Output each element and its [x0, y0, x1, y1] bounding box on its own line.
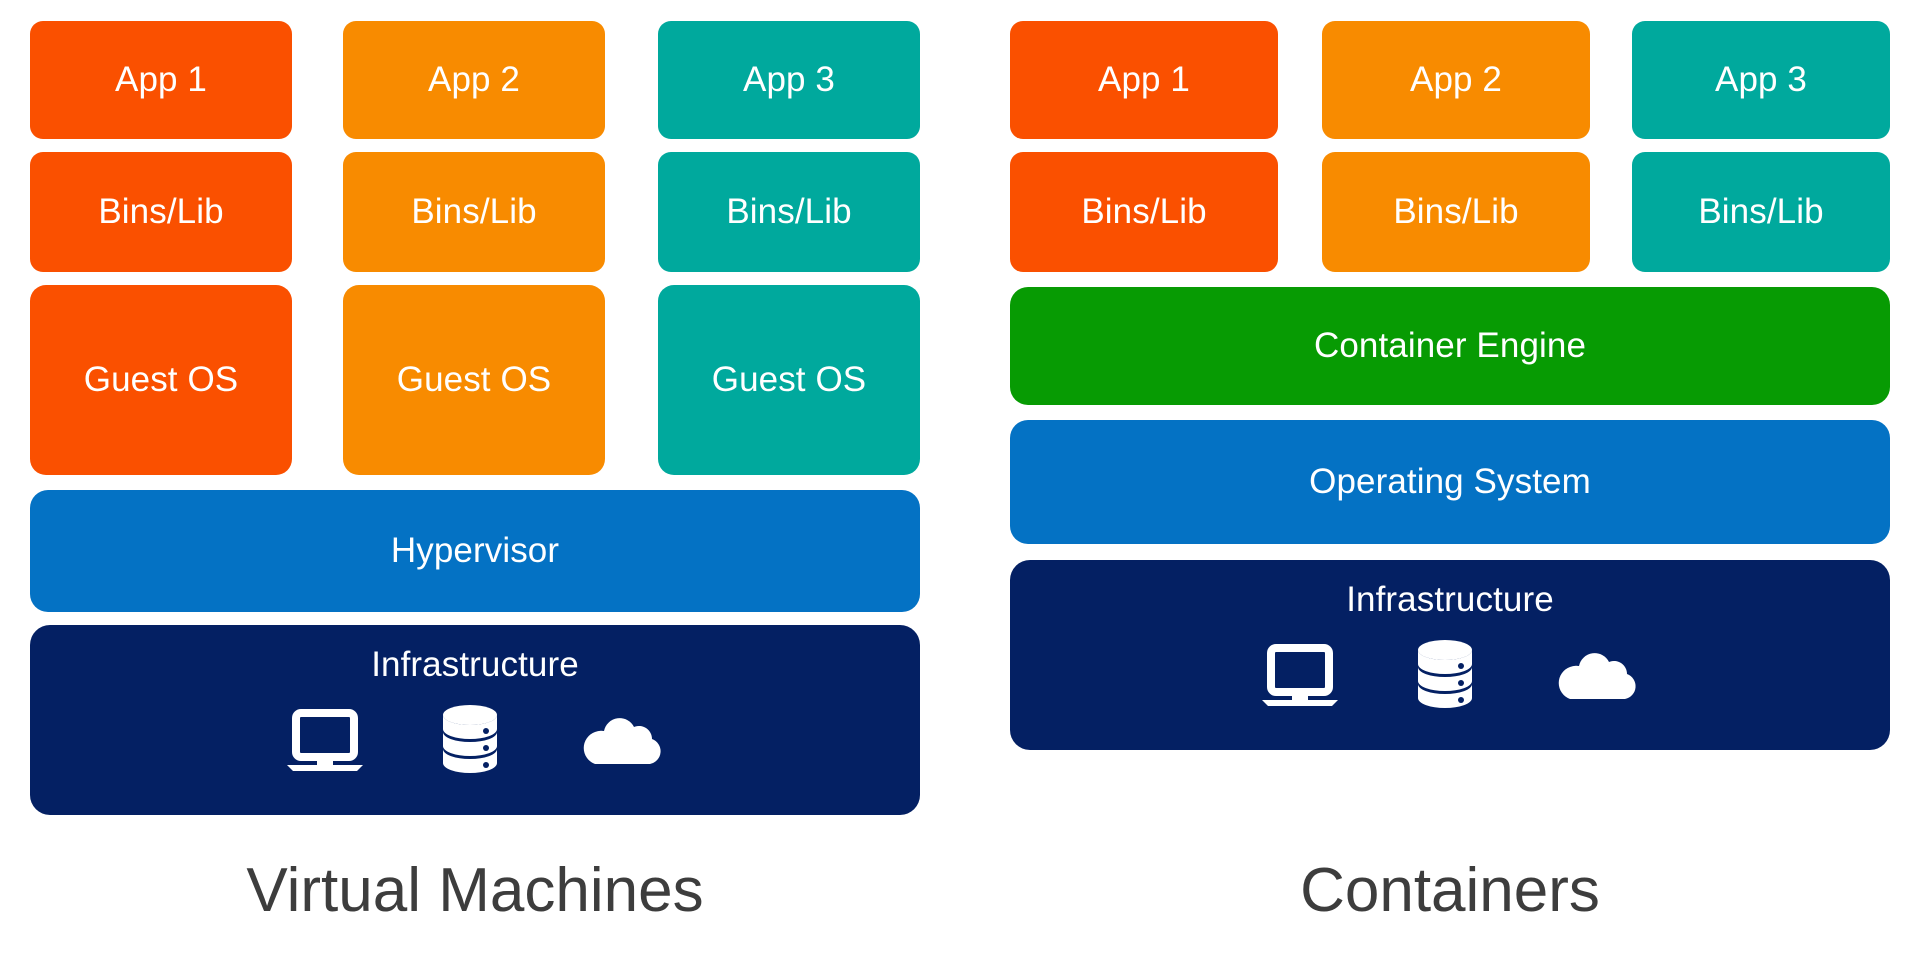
vm-app-1-box[interactable]: App 1 [30, 21, 292, 139]
container-app-1-box[interactable]: App 1 [1010, 21, 1278, 139]
container-app-3-box[interactable]: App 3 [1632, 21, 1890, 139]
container-bins-lib-3-label: Bins/Lib [1698, 191, 1824, 231]
vm-guest-os-1-box[interactable]: Guest OS [30, 285, 292, 475]
vm-bins-lib-1-box[interactable]: Bins/Lib [30, 152, 292, 272]
cloud-icon [577, 713, 663, 771]
container-engine-box[interactable]: Container Engine [1010, 287, 1890, 405]
container-bins-lib-1-box[interactable]: Bins/Lib [1010, 152, 1278, 272]
container-infrastructure-label: Infrastructure [1346, 580, 1554, 619]
container-app-2-label: App 2 [1410, 59, 1502, 99]
operating-system-label: Operating System [1309, 461, 1591, 501]
vm-infrastructure-box[interactable]: Infrastructure [30, 625, 920, 815]
container-bins-lib-2-box[interactable]: Bins/Lib [1322, 152, 1590, 272]
container-app-2-box[interactable]: App 2 [1322, 21, 1590, 139]
vm-guest-os-2-box[interactable]: Guest OS [343, 285, 605, 475]
operating-system-box[interactable]: Operating System [1010, 420, 1890, 544]
container-engine-label: Container Engine [1313, 325, 1587, 365]
database-icon [1416, 639, 1474, 715]
vm-guest-os-3-box[interactable]: Guest OS [658, 285, 920, 475]
laptop-icon [287, 708, 363, 775]
vm-app-2-box[interactable]: App 2 [343, 21, 605, 139]
cloud-icon [1552, 648, 1638, 706]
container-app-3-label: App 3 [1715, 59, 1807, 99]
vm-bins-lib-2-label: Bins/Lib [411, 191, 537, 231]
container-app-1-label: App 1 [1098, 59, 1190, 99]
vm-bins-lib-2-box[interactable]: Bins/Lib [343, 152, 605, 272]
virtual-machines-panel: App 1 Bins/Lib Guest OS App 2 Bins/Lib G… [30, 21, 920, 925]
virtual-machines-caption: Virtual Machines [246, 856, 704, 925]
vm-guest-os-2-label: Guest OS [396, 359, 552, 399]
vm-guest-os-3-label: Guest OS [711, 359, 867, 399]
container-bins-lib-3-box[interactable]: Bins/Lib [1632, 152, 1890, 272]
container-infrastructure-box[interactable]: Infrastructure [1010, 560, 1890, 750]
hypervisor-box[interactable]: Hypervisor [30, 490, 920, 612]
vm-app-2-label: App 2 [428, 59, 520, 99]
container-bins-lib-2-label: Bins/Lib [1393, 191, 1519, 231]
vm-guest-os-1-label: Guest OS [83, 359, 239, 399]
vm-app-3-label: App 3 [743, 59, 835, 99]
vm-infrastructure-icons [287, 704, 663, 780]
vm-bins-lib-3-label: Bins/Lib [726, 191, 852, 231]
container-infrastructure-icons [1262, 639, 1638, 715]
containers-caption: Containers [1300, 856, 1600, 925]
vm-app-1-label: App 1 [115, 59, 207, 99]
laptop-icon [1262, 643, 1338, 710]
vm-bins-lib-3-box[interactable]: Bins/Lib [658, 152, 920, 272]
vm-infrastructure-label: Infrastructure [371, 645, 579, 684]
container-bins-lib-1-label: Bins/Lib [1081, 191, 1207, 231]
vm-bins-lib-1-label: Bins/Lib [98, 191, 224, 231]
hypervisor-label: Hypervisor [390, 530, 560, 570]
vm-app-3-box[interactable]: App 3 [658, 21, 920, 139]
database-icon [441, 704, 499, 780]
